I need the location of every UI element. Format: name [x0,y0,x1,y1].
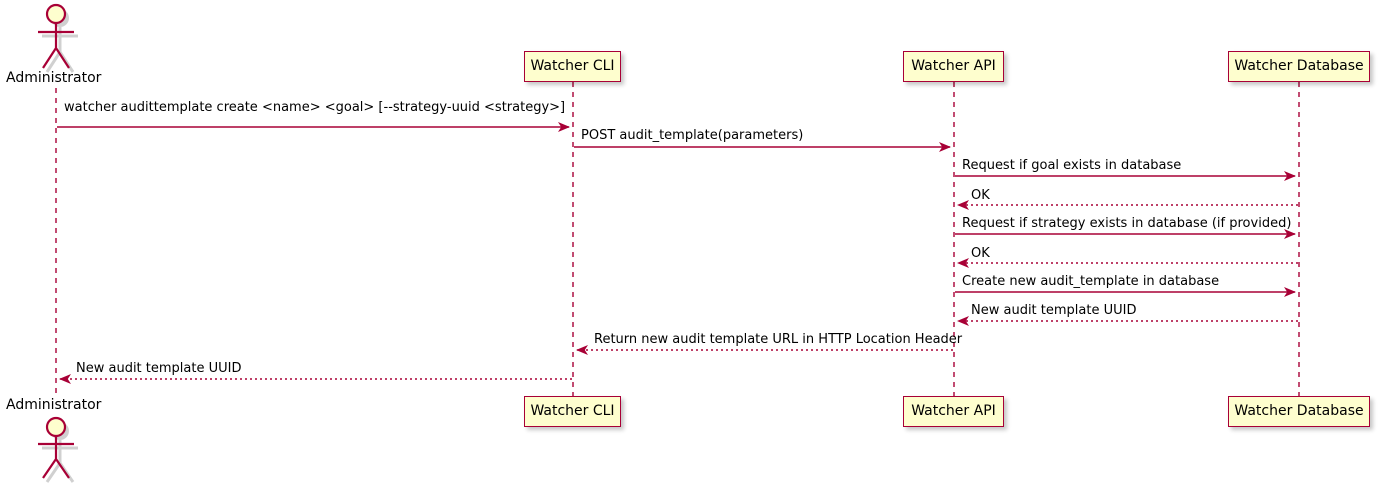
participant-box-watcher-cli-top[interactable]: Watcher CLI [524,51,621,82]
message-label-10: New audit template UUID [76,361,242,376]
actor-body [38,23,74,69]
actor-administrator-bottom [38,416,78,483]
message-label-2: POST audit_template(parameters) [581,128,804,143]
participant-box-watcher-cli-bottom[interactable]: Watcher CLI [524,396,621,427]
participant-box-watcher-database-bottom[interactable]: Watcher Database [1228,396,1370,427]
participant-box-watcher-database-top[interactable]: Watcher Database [1228,51,1370,82]
lifelines [55,82,1300,396]
actor-head [45,416,67,438]
participant-box-watcher-api-top[interactable]: Watcher API [903,51,1004,82]
actor-body [38,436,74,479]
message-label-1: watcher audittemplate create <name> <goa… [64,100,566,115]
message-label-4: OK [971,188,990,203]
participant-box-watcher-api-bottom[interactable]: Watcher API [903,396,1004,427]
message-label-8: New audit template UUID [971,303,1137,318]
actor-label-administrator-top[interactable]: Administrator [6,70,102,86]
message-label-9: Return new audit template URL in HTTP Lo… [594,332,963,347]
message-label-6: OK [971,246,990,261]
actor-label-administrator-bottom[interactable]: Administrator [6,397,102,413]
actor-head [45,3,67,25]
message-label-3: Request if goal exists in database [962,158,1182,173]
actor-administrator-top [38,3,78,73]
message-label-7: Create new audit_template in database [962,274,1220,289]
message-arrows [57,122,1298,384]
message-label-5: Request if strategy exists in database (… [962,216,1292,231]
